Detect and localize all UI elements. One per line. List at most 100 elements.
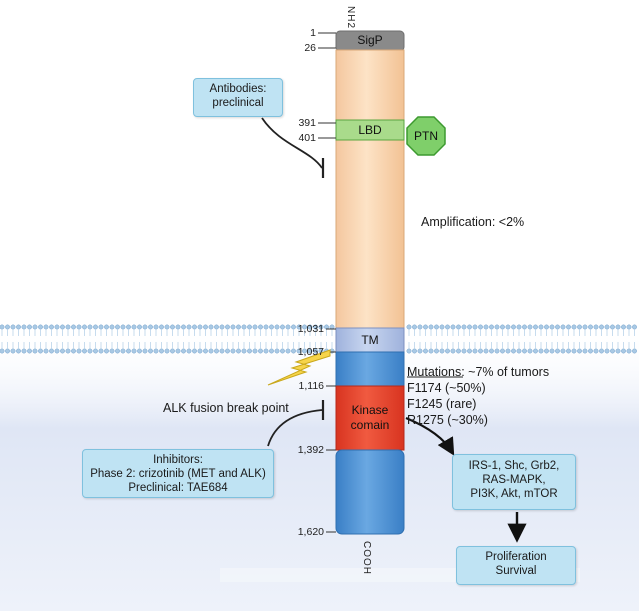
lipid-head xyxy=(461,348,467,354)
pos-391: 391 xyxy=(298,117,316,129)
lipid-head xyxy=(621,348,626,354)
lipid-head xyxy=(252,324,258,330)
lipid-head xyxy=(32,348,38,354)
extracellular-domain xyxy=(335,49,405,329)
lipid-head xyxy=(16,324,21,330)
lipid-head xyxy=(538,324,544,330)
lipid-head xyxy=(32,324,38,330)
lipid-head xyxy=(197,348,203,354)
lipid-head xyxy=(76,324,82,330)
c-terminus-label: COOH xyxy=(361,541,372,575)
lipid-head xyxy=(615,324,621,330)
lipid-head xyxy=(159,348,164,354)
pos-1116: 1,116 xyxy=(298,380,325,392)
lipid-head xyxy=(577,324,582,330)
lipid-head xyxy=(571,324,577,330)
lipid-head xyxy=(566,348,571,354)
lipid-head xyxy=(208,324,214,330)
kinase-label-line1: Kinase xyxy=(351,403,389,417)
lipid-head xyxy=(54,348,60,354)
lipid-head xyxy=(472,324,478,330)
mutations-line3: F1245 (rare) xyxy=(407,397,477,411)
lipid-head xyxy=(560,348,566,354)
lipid-head xyxy=(626,324,632,330)
lipid-head xyxy=(527,348,533,354)
kinase-label: Kinase comain xyxy=(336,403,404,433)
lipid-head xyxy=(65,324,71,330)
lipid-head xyxy=(632,348,637,354)
lipid-head xyxy=(175,324,181,330)
lipid-head xyxy=(445,348,450,354)
lipid-head xyxy=(27,324,32,330)
kinase-to-signaling-arrow xyxy=(405,416,455,456)
lipid-head xyxy=(109,348,115,354)
lipid-head xyxy=(21,324,27,330)
mutations-block: Mutations: ~7% of tumors F1174 (~50%) F1… xyxy=(407,364,549,428)
lipid-head xyxy=(505,324,511,330)
signaling-line1: IRS-1, Shc, Grb2, xyxy=(468,460,560,472)
lipid-head xyxy=(478,324,483,330)
lipid-head xyxy=(500,348,505,354)
pos-1392: 1,392 xyxy=(297,444,324,456)
lipid-head xyxy=(148,324,153,330)
lipid-head xyxy=(87,324,93,330)
inhibitors-line3: Preclinical: TAE684 xyxy=(128,482,228,494)
lipid-head xyxy=(137,348,142,354)
outcome-line2: Survival xyxy=(495,565,537,577)
lipid-head xyxy=(511,324,516,330)
kinase-label-line2: comain xyxy=(350,418,390,432)
lipid-head xyxy=(230,348,236,354)
lipid-head xyxy=(516,324,522,330)
lipid-head xyxy=(604,348,610,354)
outcome-line1: Proliferation xyxy=(485,551,547,563)
lipid-head xyxy=(406,324,412,330)
lipid-head xyxy=(533,348,538,354)
lipid-head xyxy=(258,348,263,354)
lipid-head xyxy=(247,348,252,354)
lipid-head xyxy=(263,348,269,354)
lipid-head xyxy=(98,324,104,330)
lipid-head xyxy=(60,348,65,354)
lipid-head xyxy=(555,348,560,354)
antibodies-line2: preclinical xyxy=(212,97,264,109)
lipid-head xyxy=(472,348,478,354)
lipid-head xyxy=(450,348,456,354)
lipid-head xyxy=(186,348,192,354)
pos-1057: 1,057 xyxy=(297,346,324,358)
lipid-head xyxy=(467,324,472,330)
signaling-line2: RAS-MAPK, xyxy=(482,474,546,486)
lipid-head xyxy=(131,324,137,330)
lipid-head xyxy=(164,324,170,330)
antibodies-line1: Antibodies: xyxy=(209,83,267,95)
inhibitors-line2: Phase 2: crizotinib (MET and ALK) xyxy=(90,468,266,480)
lipid-head xyxy=(203,348,208,354)
lipid-head xyxy=(131,348,137,354)
lipid-head xyxy=(527,324,533,330)
lipid-head xyxy=(197,324,203,330)
lipid-head xyxy=(60,324,65,330)
lipid-head xyxy=(76,348,82,354)
lipid-head xyxy=(610,348,615,354)
lightning-bolt-icon xyxy=(267,349,331,386)
lipid-head xyxy=(241,324,247,330)
lipid-head xyxy=(49,324,54,330)
lipid-head xyxy=(566,324,571,330)
lipid-head xyxy=(104,348,109,354)
lipid-head xyxy=(544,348,549,354)
lipid-head xyxy=(236,348,241,354)
lipid-head xyxy=(10,324,16,330)
lipid-head xyxy=(10,348,16,354)
fusion-breakpoint-label: ALK fusion break point xyxy=(163,401,289,415)
lipid-head xyxy=(511,348,516,354)
lipid-head xyxy=(456,348,461,354)
lipid-head xyxy=(241,348,247,354)
inhibitors-box: Inhibitors: Phase 2: crizotinib (MET and… xyxy=(82,449,274,498)
lipid-head xyxy=(489,348,494,354)
lipid-head xyxy=(71,348,76,354)
signaling-line3: PI3K, Akt, mTOR xyxy=(470,488,558,500)
lipid-head xyxy=(0,348,5,354)
sigp-label: SigP xyxy=(357,33,383,47)
lipid-head xyxy=(588,324,593,330)
lipid-head xyxy=(439,348,445,354)
lipid-head xyxy=(126,348,131,354)
